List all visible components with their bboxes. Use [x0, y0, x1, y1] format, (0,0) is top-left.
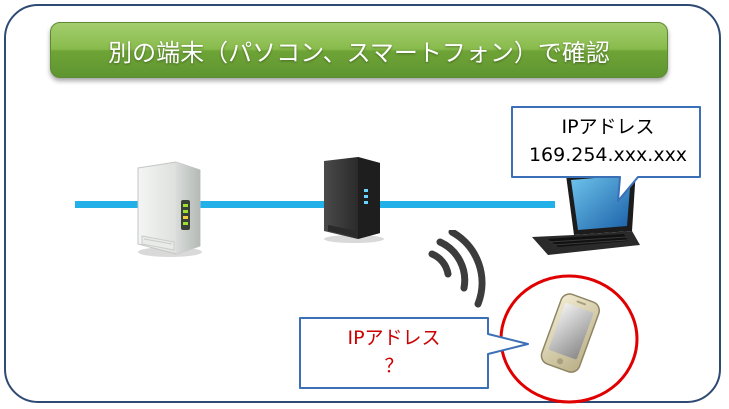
network-cable	[75, 201, 555, 208]
laptop-ip-value: 169.254.xxx.xxx	[528, 144, 688, 166]
smartphone-icon	[540, 293, 601, 373]
laptop-callout-text: IPアドレス 169.254.xxx.xxx	[512, 113, 704, 169]
white-router-icon	[137, 161, 202, 257]
phone-callout-text: IPアドレス ？	[300, 324, 488, 380]
wifi-waves-icon	[428, 230, 486, 308]
phone-callout-bubble	[299, 317, 529, 389]
phone-ip-label: IPアドレス	[347, 327, 441, 349]
banner-title: 別の端末（パソコン、スマートフォン）で確認	[108, 38, 610, 67]
laptop-callout-bubble	[511, 106, 701, 202]
phone-ip-value: ？	[384, 355, 404, 377]
title-banner: 別の端末（パソコン、スマートフォン）で確認	[50, 22, 668, 78]
laptop-ip-label: IPアドレス	[561, 116, 655, 138]
black-router-icon	[324, 157, 384, 243]
